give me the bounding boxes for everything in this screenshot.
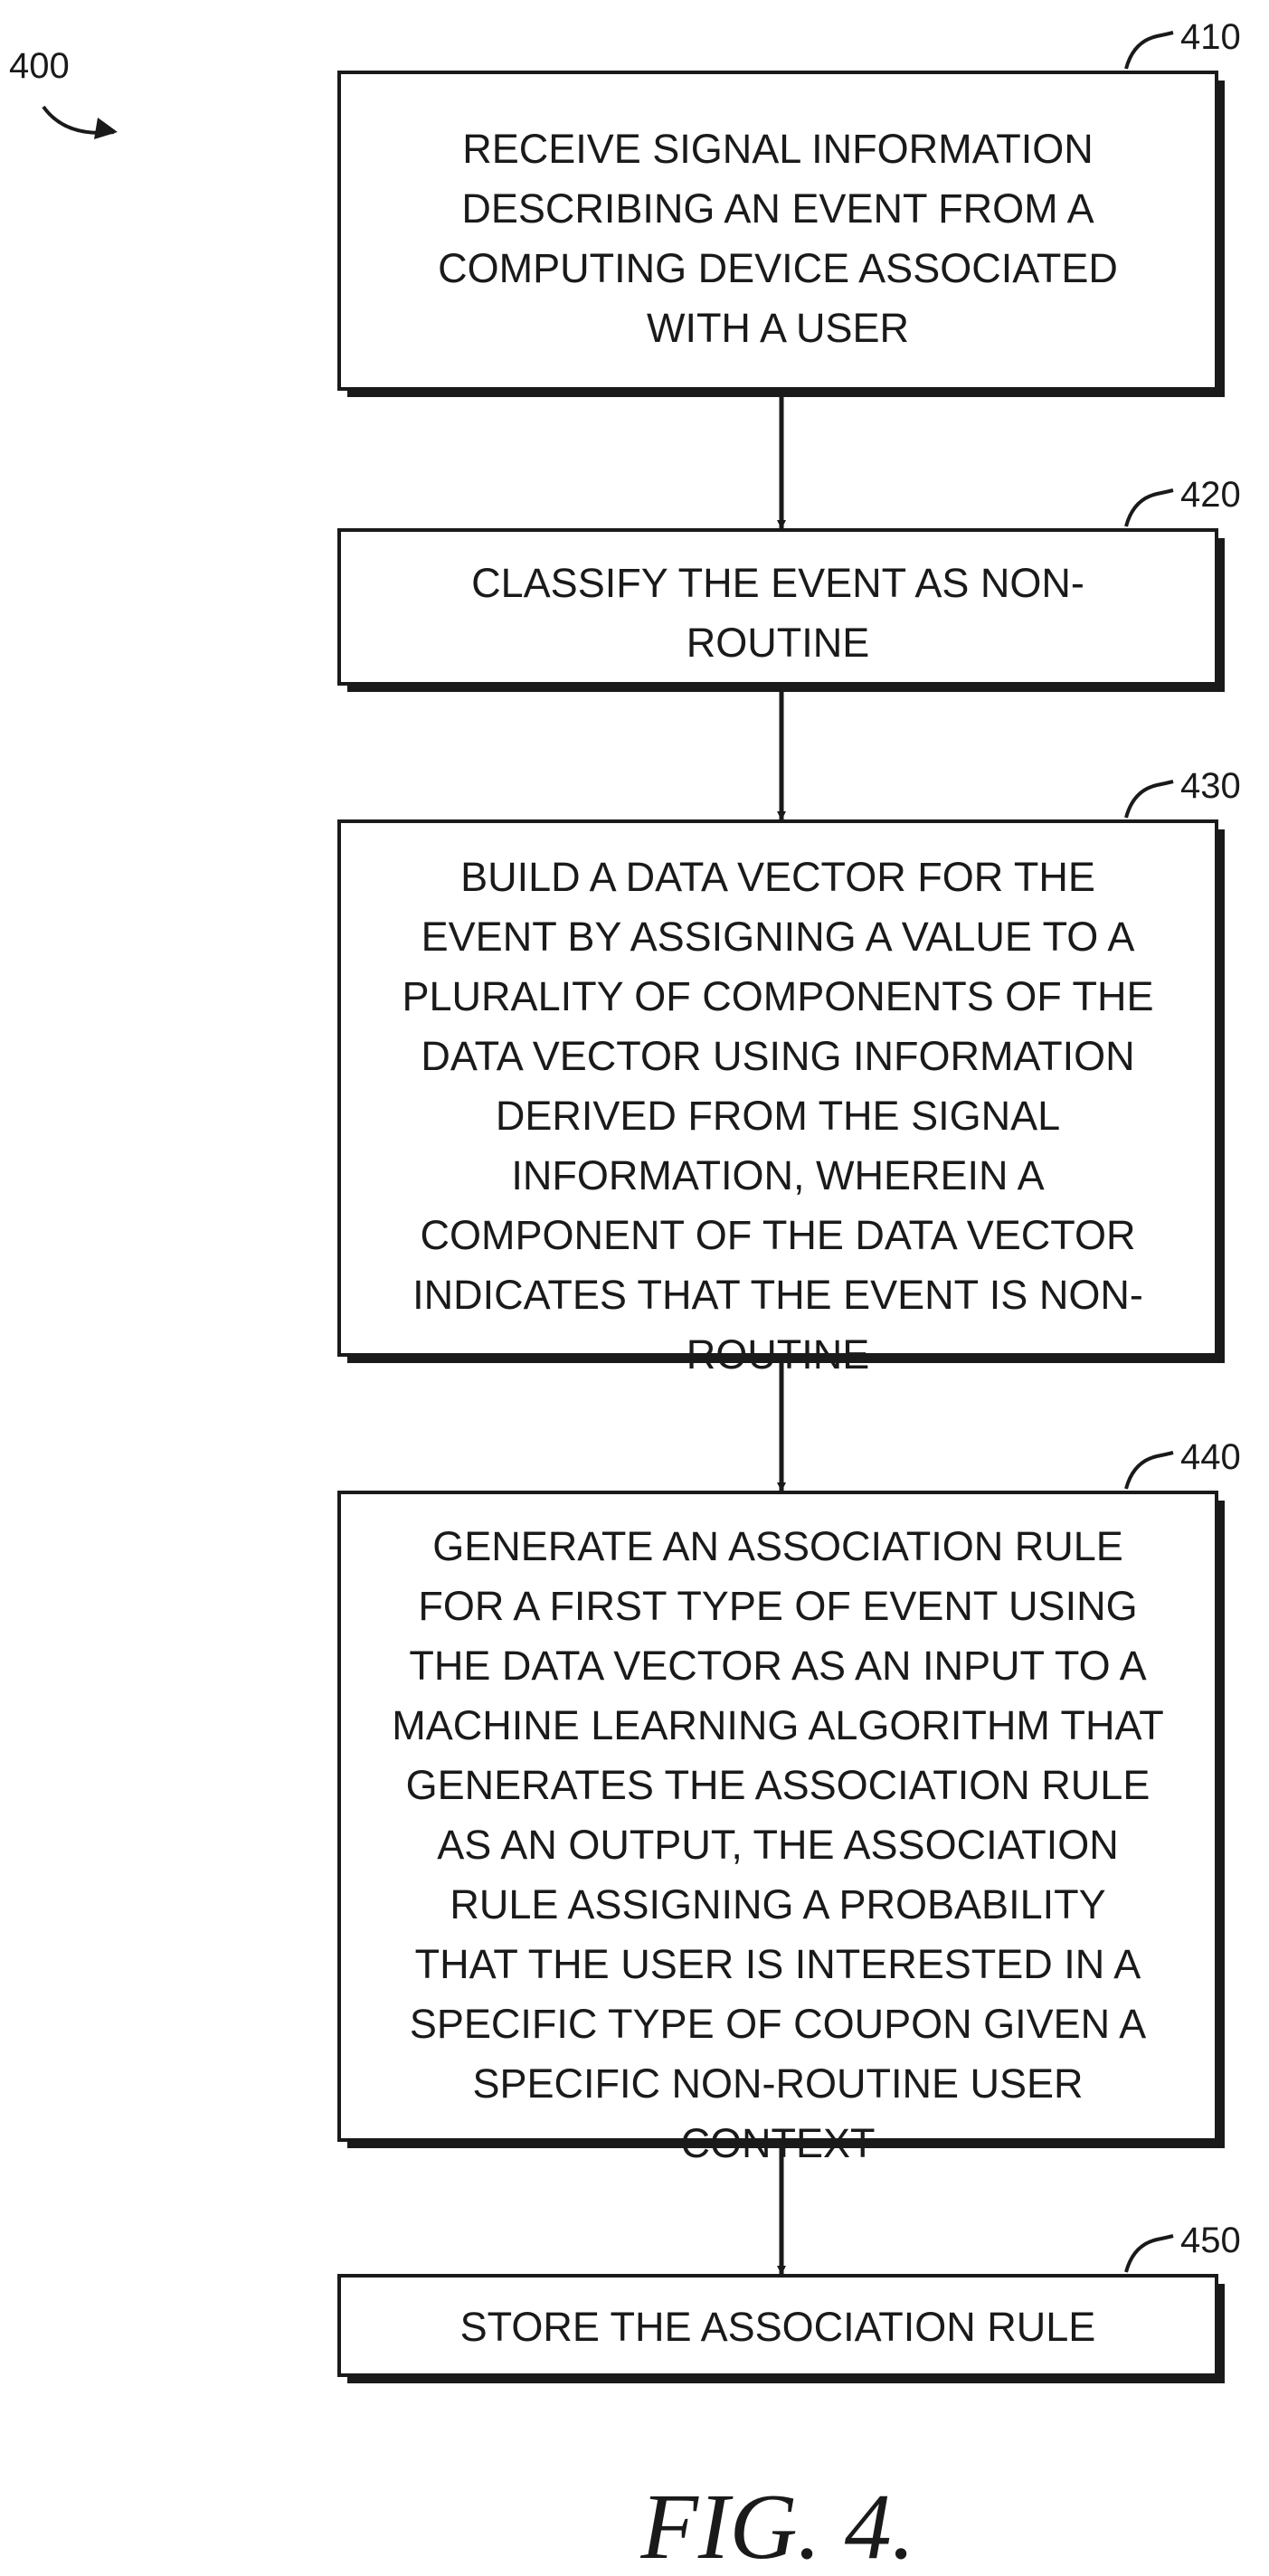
step-text-line: RECEIVE SIGNAL INFORMATION bbox=[462, 126, 1094, 172]
step-text-line: SPECIFIC TYPE OF COUPON GIVEN A bbox=[410, 2001, 1146, 2047]
reference-leader-line bbox=[1126, 33, 1173, 69]
reference-leader-line bbox=[1126, 490, 1173, 526]
reference-number: 430 bbox=[1180, 766, 1241, 806]
step-text-line: PLURALITY OF COMPONENTS OF THE bbox=[402, 973, 1154, 1019]
step-text-line: MACHINE LEARNING ALGORITHM THAT bbox=[392, 1702, 1163, 1748]
figure-number-label: 400 bbox=[9, 46, 70, 86]
step-text-line: STORE THE ASSOCIATION RULE bbox=[460, 2304, 1096, 2350]
reference-leader-line bbox=[1126, 781, 1173, 818]
step-text-line: THAT THE USER IS INTERESTED IN A bbox=[415, 1941, 1141, 1987]
step-430: BUILD A DATA VECTOR FOR THE EVENT BY ASSI… bbox=[339, 766, 1241, 1378]
reference-number: 420 bbox=[1180, 475, 1241, 515]
reference-number: 450 bbox=[1180, 2221, 1241, 2260]
step-text-line: COMPUTING DEVICE ASSOCIATED bbox=[438, 245, 1118, 291]
step-text-line: FOR A FIRST TYPE OF EVENT USING bbox=[418, 1583, 1137, 1629]
step-text-line: GENERATE AN ASSOCIATION RULE bbox=[432, 1523, 1123, 1569]
step-text-line: SPECIFIC NON-ROUTINE USER bbox=[472, 2060, 1083, 2107]
step-text-line: ROUTINE bbox=[687, 1331, 870, 1378]
figure-caption: FIG. 4. bbox=[639, 2475, 914, 2576]
step-text-line: DERIVED FROM THE SIGNAL bbox=[496, 1093, 1060, 1139]
flowchart-steps: RECEIVE SIGNAL INFORMATION DESCRIBING AN … bbox=[339, 17, 1241, 2383]
reference-number: 410 bbox=[1180, 17, 1241, 57]
step-440: GENERATE AN ASSOCIATION RULE FOR A FIRST … bbox=[339, 1437, 1241, 2166]
step-text-line: WITH A USER bbox=[647, 305, 909, 351]
reference-leader-line bbox=[1126, 1453, 1173, 1489]
reference-leader-line bbox=[1126, 2236, 1173, 2272]
step-text-line: DESCRIBING AN EVENT FROM A bbox=[461, 185, 1094, 232]
step-text-line: BUILD A DATA VECTOR FOR THE bbox=[460, 854, 1095, 900]
step-text-line: THE DATA VECTOR AS AN INPUT TO A bbox=[409, 1643, 1146, 1689]
step-text-line: DATA VECTOR USING INFORMATION bbox=[421, 1033, 1134, 1079]
step-text-line: INFORMATION, WHEREIN A bbox=[511, 1152, 1044, 1198]
step-450: STORE THE ASSOCIATION RULE 450 bbox=[339, 2221, 1241, 2383]
step-text-line: AS AN OUTPUT, THE ASSOCIATION bbox=[437, 1822, 1119, 1868]
step-text-line: INDICATES THAT THE EVENT IS NON- bbox=[412, 1272, 1143, 1318]
step-420: CLASSIFY THE EVENT AS NON- ROUTINE 420 bbox=[339, 475, 1241, 692]
step-text-line: EVENT BY ASSIGNING A VALUE TO A bbox=[421, 914, 1135, 960]
figure-pointer-arrowhead bbox=[94, 118, 118, 139]
step-410: RECEIVE SIGNAL INFORMATION DESCRIBING AN … bbox=[339, 17, 1241, 397]
step-text-line: RULE ASSIGNING A PROBABILITY bbox=[450, 1881, 1105, 1927]
step-text-line: GENERATES THE ASSOCIATION RULE bbox=[406, 1762, 1151, 1808]
reference-number: 440 bbox=[1180, 1437, 1241, 1477]
step-text-line: COMPONENT OF THE DATA VECTOR bbox=[421, 1212, 1136, 1258]
step-text-line: CONTEXT bbox=[680, 2120, 875, 2166]
step-text-line: CLASSIFY THE EVENT AS NON- bbox=[471, 560, 1084, 606]
step-text-line: ROUTINE bbox=[687, 620, 870, 666]
